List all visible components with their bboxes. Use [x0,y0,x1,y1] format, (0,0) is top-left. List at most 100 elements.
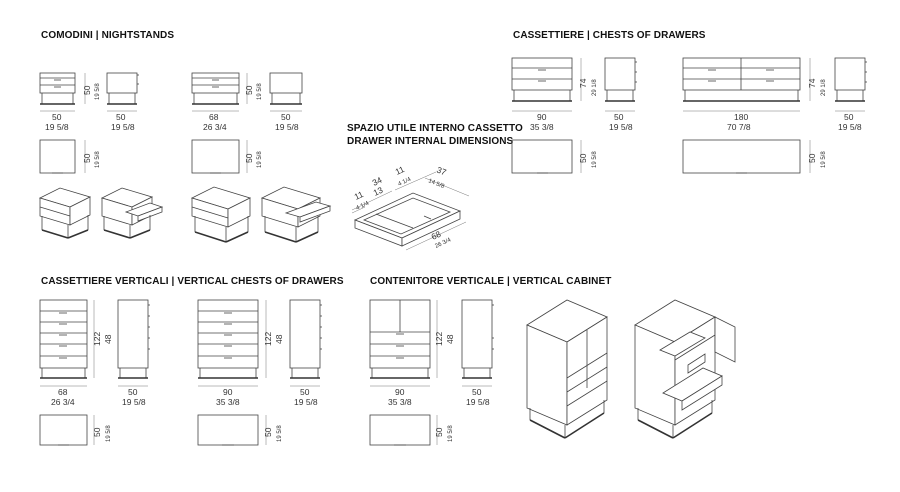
vcabinet-side [461,299,494,379]
dim-d48: 48 [103,334,113,344]
chest-90-front [511,57,573,102]
dim-d50-in: 19 5/8 [294,397,318,407]
dim-w90-in: 35 3/8 [388,397,412,407]
chest-90-top [511,139,573,174]
dim-top50: 50 [434,427,444,437]
dim-top50-in: 19 5/8 [257,151,263,168]
dim-w68-in: 26 3/4 [203,122,227,132]
dim-drawer-11-in: 4 1/4 [355,200,370,211]
dim-h50-in: 19 5/8 [95,83,101,100]
dim-h74-in: 29 1/8 [592,79,598,96]
dim-d50-in: 19 5/8 [275,122,299,132]
dim-d50: 50 [128,387,138,397]
dim-drawer-37: 37 [435,165,448,178]
dim-top50-in: 19 5/8 [277,425,283,442]
vcabinet-iso-closed [526,299,608,439]
vcabinet-front [369,299,431,379]
dim-w50-in: 19 5/8 [45,122,69,132]
dim-d50: 50 [281,112,291,122]
dim-w180: 180 [734,112,748,122]
dim-h122: 122 [434,332,444,346]
dim-d50: 50 [300,387,310,397]
vchest-68-side [117,299,150,379]
title-drawer-internal-en: DRAWER INTERNAL DIMENSIONS [347,136,514,147]
dim-h50-in: 19 5/8 [257,83,263,100]
dim-w90: 90 [537,112,547,122]
nightstand-68-iso-open [260,186,332,243]
nightstand-68-iso [190,186,252,243]
dim-top50: 50 [807,153,817,163]
dim-top50: 50 [578,153,588,163]
title-nightstands: COMODINI | NIGHTSTANDS [41,30,175,41]
dim-w68-in: 26 3/4 [51,397,75,407]
dim-w90-in: 35 3/8 [530,122,554,132]
dim-d48: 48 [445,334,455,344]
chest-180-top [682,139,801,174]
dim-w90: 90 [223,387,233,397]
chest-180-front [682,57,801,102]
title-vertical-cabinet: CONTENITORE VERTICALE | VERTICAL CABINET [370,276,612,287]
chest-180-side [834,57,867,102]
dim-h74: 74 [807,78,817,88]
nightstand-50-iso-open [100,187,164,239]
title-drawer-internal-it: SPAZIO UTILE INTERNO CASSETTO [347,123,523,134]
dim-top50: 50 [82,153,92,163]
dim-d50-in: 19 5/8 [466,397,490,407]
dim-h74: 74 [578,78,588,88]
dim-drawer-68: 68 [430,229,443,242]
chest-90-side [604,57,637,102]
dim-top50: 50 [92,427,102,437]
dim-d50: 50 [116,112,126,122]
nightstand-50-front [39,72,76,105]
dim-drawer-11b: 11 [394,164,406,177]
vchest-68-front [39,299,88,379]
dim-drawer-11b-in: 4 1/4 [397,176,412,187]
nightstand-50-top [39,139,76,174]
dim-d50-in: 19 5/8 [122,397,146,407]
dim-top50-in: 19 5/8 [106,425,112,442]
dim-d50-in: 19 5/8 [111,122,135,132]
dim-top50-in: 19 5/8 [592,151,598,168]
dim-d48: 48 [274,334,284,344]
dim-h122: 122 [92,332,102,346]
dim-top50-in: 19 5/8 [448,425,454,442]
vcabinet-iso-open [634,299,736,439]
dim-h50: 50 [244,85,254,95]
dim-d50-in: 19 5/8 [838,122,862,132]
vcabinet-top [369,414,431,446]
dim-drawer-37-in: 14 5/8 [427,178,445,190]
nightstand-68-top [191,139,240,174]
dim-d50: 50 [844,112,854,122]
dim-w180-in: 70 7/8 [727,122,751,132]
dim-drawer-11: 11 [353,189,365,202]
nightstand-50-iso [38,187,92,239]
title-chests-of-drawers: CASSETTIERE | CHESTS OF DRAWERS [513,30,706,41]
dim-w68: 68 [209,112,219,122]
nightstand-68-side [269,72,303,105]
vchest-90-side [289,299,322,379]
vchest-90-front [197,299,259,379]
dim-h122: 122 [263,332,273,346]
dim-h50: 50 [82,85,92,95]
vchest-90-top [197,414,259,446]
dim-drawer-13: 13 [372,185,385,198]
nightstand-68-front [191,72,240,105]
nightstand-50-side [106,72,139,105]
dim-top50: 50 [244,153,254,163]
dim-w90: 90 [395,387,405,397]
dim-w50: 50 [52,112,62,122]
dim-top50-in: 19 5/8 [95,151,101,168]
dim-top50: 50 [263,427,273,437]
dim-d50-in: 19 5/8 [609,122,633,132]
dim-h74-in: 29 1/8 [821,79,827,96]
dim-w68: 68 [58,387,68,397]
dim-w90-in: 35 3/8 [216,397,240,407]
title-vertical-chests: CASSETTIERE VERTICALI | VERTICAL CHESTS … [41,276,344,287]
dim-d50: 50 [614,112,624,122]
dim-d50: 50 [472,387,482,397]
dim-top50-in: 19 5/8 [821,151,827,168]
drawer-internal-iso [353,192,462,247]
dim-drawer-34: 34 [371,175,384,188]
vchest-68-top [39,414,88,446]
